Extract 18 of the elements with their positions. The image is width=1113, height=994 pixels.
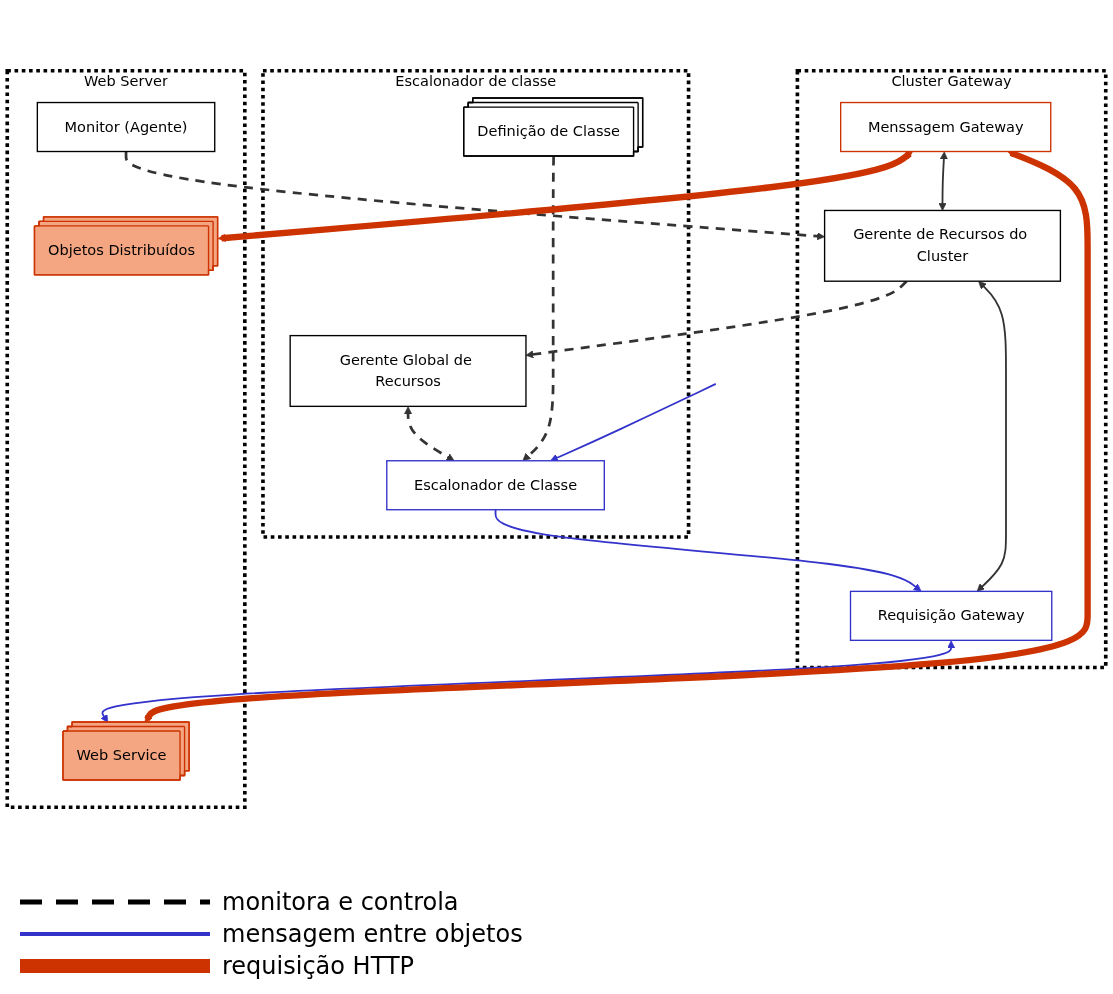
legend-text: mensagem entre objetos [222,920,523,948]
legend-text: monitora e controla [222,888,459,916]
node-box: Escalonador de Classe [386,460,605,511]
arrow [494,508,922,592]
node-box: Gerente de Recursos do Cluster [823,209,1062,282]
arrow [976,281,1007,592]
node-box: Monitor (Agente) [36,101,216,153]
arrow [217,151,913,242]
arrow [525,280,908,359]
arrow [522,156,555,462]
node-box: Menssagem Gateway [840,101,1052,153]
node-box: Gerente Global de Recursos [289,334,527,408]
arrow [550,383,717,462]
arrow [124,151,825,241]
arrow [938,151,948,211]
legend-text: requisição HTTP [222,952,415,980]
node-box: Requisição Gateway [849,590,1053,641]
arrow [404,406,455,462]
